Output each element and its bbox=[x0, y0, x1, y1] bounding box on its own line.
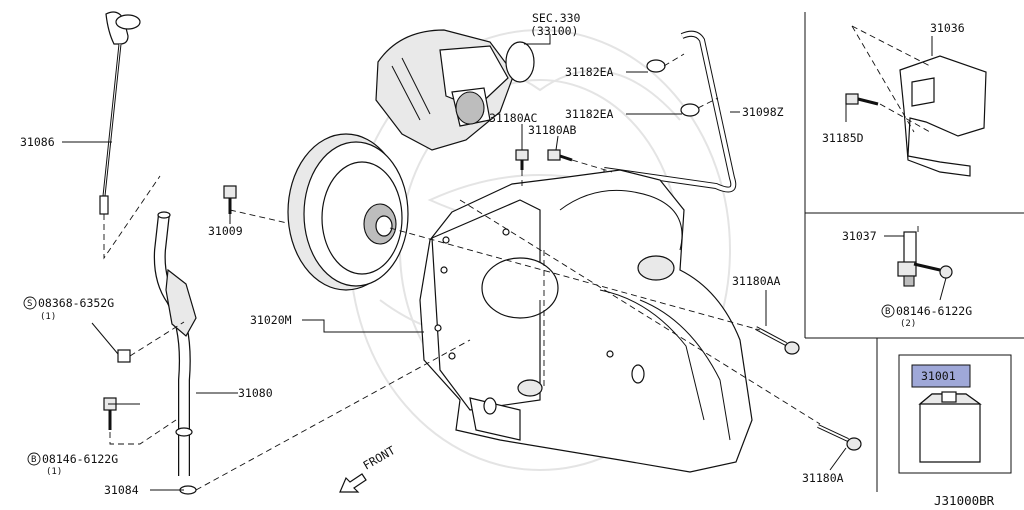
case-bolts bbox=[515, 149, 862, 451]
highlight-box bbox=[911, 364, 971, 388]
qty-08146-1: (1) bbox=[46, 467, 62, 477]
front-arrow bbox=[339, 473, 367, 493]
callout-31009[interactable]: 31009 bbox=[208, 224, 243, 238]
callout-31098z[interactable]: 31098Z bbox=[742, 105, 784, 119]
panel-frames bbox=[804, 12, 1024, 492]
callout-31037[interactable]: 31037 bbox=[842, 229, 877, 243]
callouts: 31086 S 08368-6352G (1) B 08146-6122G (1… bbox=[20, 11, 995, 508]
callout-08368-6352g[interactable]: 08368-6352G bbox=[38, 296, 114, 310]
transmission-case-part bbox=[419, 169, 753, 473]
bracket-part bbox=[845, 25, 987, 177]
filler-tube-part bbox=[153, 211, 197, 495]
callout-31182ea-2[interactable]: 31182EA bbox=[565, 107, 614, 121]
callout-31036[interactable]: 31036 bbox=[930, 21, 965, 35]
callout-31080[interactable]: 31080 bbox=[238, 386, 273, 400]
callout-31180aa[interactable]: 31180AA bbox=[732, 274, 781, 288]
callout-sec330[interactable]: SEC.330 bbox=[532, 11, 581, 25]
callout-31185d[interactable]: 31185D bbox=[822, 131, 864, 145]
leader-lines bbox=[62, 34, 947, 491]
front-label: FRONT bbox=[361, 443, 398, 472]
mark-b-2: B bbox=[885, 307, 890, 317]
qty-08146-2: (2) bbox=[900, 319, 916, 329]
mark-b-1: B bbox=[31, 455, 36, 465]
s-mark-icon bbox=[23, 296, 37, 310]
dipstick-part bbox=[99, 11, 161, 260]
torque-converter-part bbox=[287, 133, 409, 291]
callout-31180ab[interactable]: 31180AB bbox=[528, 123, 577, 137]
sec330-sub: (33100) bbox=[530, 24, 578, 38]
callout-31086[interactable]: 31086 bbox=[20, 135, 55, 149]
callout-31084[interactable]: 31084 bbox=[104, 483, 139, 497]
b-mark-icon bbox=[881, 304, 895, 318]
compressor-part bbox=[375, 29, 535, 151]
mark-s: S bbox=[27, 299, 32, 309]
qty-08368: (1) bbox=[40, 312, 56, 322]
alignment-lines bbox=[195, 199, 821, 491]
cooler-pipe-part bbox=[603, 30, 737, 193]
callout-31180a[interactable]: 31180A bbox=[802, 471, 844, 485]
diagram-ref-code: J31000BR bbox=[934, 493, 995, 508]
callout-31182ea-1[interactable]: 31182EA bbox=[565, 65, 614, 79]
sensor-part bbox=[897, 226, 953, 287]
oil-can-part bbox=[918, 391, 982, 463]
callout-31180ac[interactable]: 31180AC bbox=[489, 111, 538, 125]
b-mark-icon bbox=[27, 452, 41, 466]
callout-31001[interactable]: 31001 bbox=[921, 369, 956, 383]
callout-08146-6122g-1[interactable]: 08146-6122G bbox=[42, 452, 118, 466]
callout-31020m[interactable]: 31020M bbox=[250, 313, 292, 327]
callout-08146-6122g-2[interactable]: 08146-6122G bbox=[896, 304, 972, 318]
oil-can-frame bbox=[898, 354, 1012, 474]
